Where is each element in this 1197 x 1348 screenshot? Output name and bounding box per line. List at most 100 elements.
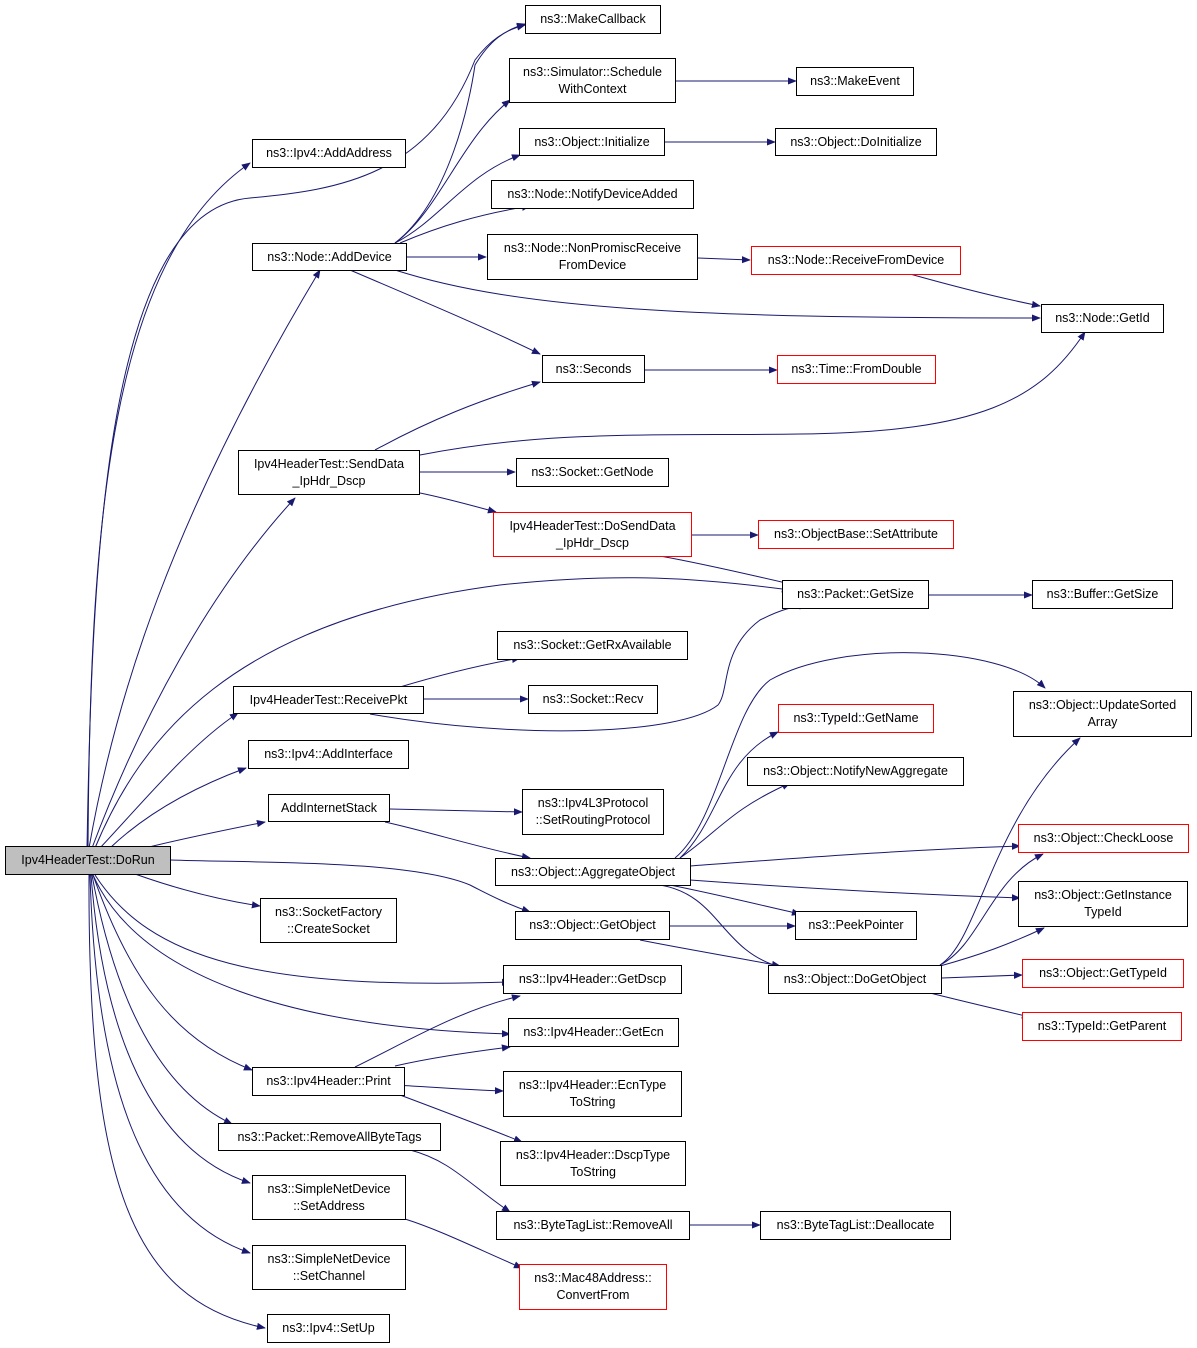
node-snd-set-channel[interactable]: ns3::SimpleNetDevice ::SetChannel [252, 1245, 406, 1290]
edge-dorun-removebytetags [91, 874, 233, 1125]
edge-aggregate-getinstance [689, 879, 1021, 902]
node-aggregate-object[interactable]: ns3::Object::AggregateObject [495, 858, 691, 886]
node-get-dscp[interactable]: ns3::Ipv4Header::GetDscp [503, 965, 682, 994]
node-ipv4-add-interface[interactable]: ns3::Ipv4::AddInterface [248, 740, 409, 769]
node-non-promisc[interactable]: ns3::Node::NonPromiscReceive FromDevice [487, 234, 698, 280]
node-socket-get-node[interactable]: ns3::Socket::GetNode [516, 458, 669, 487]
edge-dosenddata-getsize [659, 555, 796, 587]
node-set-attribute[interactable]: ns3::ObjectBase::SetAttribute [758, 520, 954, 549]
edge-adddevice-seconds [349, 269, 541, 355]
edge-dogetobject-getinstance [939, 927, 1045, 967]
edge-dogetobject-gettypeid [941, 971, 1023, 979]
node-socket-get-rx[interactable]: ns3::Socket::GetRxAvailable [497, 631, 688, 660]
edge-addinternetstack-setrouting [389, 808, 523, 816]
node-set-routing-protocol[interactable]: ns3::Ipv4L3Protocol ::SetRoutingProtocol [522, 789, 664, 835]
node-ipv4-add-address[interactable]: ns3::Ipv4::AddAddress [252, 139, 406, 168]
node-peek-pointer[interactable]: ns3::PeekPointer [795, 911, 917, 940]
edge-dorun-setaddress [90, 874, 251, 1184]
edge-addinternetstack-aggregate [384, 821, 531, 860]
edge-dorun-setchannel [89, 874, 251, 1254]
node-mac48-convert-from[interactable]: ns3::Mac48Address:: ConvertFrom [519, 1264, 667, 1310]
edge-senddata-getid [419, 331, 1086, 456]
node-do-get-object[interactable]: ns3::Object::DoGetObject [768, 965, 942, 994]
node-sim-schedule[interactable]: ns3::Simulator::Schedule WithContext [509, 58, 676, 103]
edge-dorun-getsize [94, 577, 791, 849]
edge-dorun-createsocket [134, 873, 261, 909]
edge-dorun-getobject [169, 859, 531, 913]
edge-senddata-seconds [374, 380, 541, 451]
edge-setaddress-convertfrom [404, 1218, 523, 1269]
edge-dorun-addaddress [87, 162, 251, 849]
node-get-instance-typeid[interactable]: ns3::Object::GetInstance TypeId [1018, 881, 1188, 927]
edge-nonpromisc-receivefromdevice [697, 256, 751, 264]
node-remove-all-byte-tags[interactable]: ns3::Packet::RemoveAllByteTags [218, 1123, 441, 1151]
node-socket-recv[interactable]: ns3::Socket::Recv [528, 685, 658, 714]
node-node-add-device[interactable]: ns3::Node::AddDevice [252, 243, 407, 271]
node-receive-from-device[interactable]: ns3::Node::ReceiveFromDevice [751, 246, 961, 275]
node-buffer-get-size[interactable]: ns3::Buffer::GetSize [1032, 580, 1173, 609]
edge-adddevice-getid [394, 269, 1041, 322]
edge-aggregate-updatesorted [674, 652, 1046, 859]
node-time-from-double[interactable]: ns3::Time::FromDouble [777, 355, 936, 384]
node-add-internet-stack[interactable]: AddInternetStack [268, 794, 390, 822]
node-byte-tag-deallocate[interactable]: ns3::ByteTagList::Deallocate [760, 1211, 951, 1240]
node-snd-set-address[interactable]: ns3::SimpleNetDevice ::SetAddress [252, 1175, 406, 1220]
node-send-data[interactable]: Ipv4HeaderTest::SendData _IpHdr_Dscp [238, 450, 420, 495]
node-get-object[interactable]: ns3::Object::GetObject [515, 911, 670, 940]
edge-dorun-adddevice [88, 269, 321, 849]
node-update-sorted-array[interactable]: ns3::Object::UpdateSorted Array [1013, 691, 1192, 737]
edge-dogetobject-updatesorted [939, 737, 1081, 966]
node-dorun[interactable]: Ipv4HeaderTest::DoRun [5, 846, 171, 875]
node-socket-factory-create[interactable]: ns3::SocketFactory ::CreateSocket [260, 898, 397, 943]
edge-dogetobject-checkloose [939, 853, 1044, 966]
node-packet-get-size[interactable]: ns3::Packet::GetSize [782, 580, 929, 609]
edge-aggregate-checkloose [689, 842, 1021, 867]
node-do-initialize[interactable]: ns3::Object::DoInitialize [775, 128, 937, 156]
node-make-event[interactable]: ns3::MakeEvent [796, 67, 914, 96]
edge-dorun-makecallback [86, 23, 526, 849]
node-get-ecn[interactable]: ns3::Ipv4Header::GetEcn [508, 1018, 679, 1047]
edge-aggregate-dogetobject [659, 884, 781, 969]
node-ecn-type-to-string[interactable]: ns3::Ipv4Header::EcnType ToString [503, 1071, 682, 1117]
node-make-callback[interactable]: ns3::MakeCallback [525, 5, 661, 34]
node-notify-new-aggregate[interactable]: ns3::Object::NotifyNewAggregate [747, 757, 964, 786]
node-receive-pkt[interactable]: Ipv4HeaderTest::ReceivePkt [233, 686, 424, 714]
node-get-typeid[interactable]: ns3::Object::GetTypeId [1022, 959, 1184, 988]
edge-senddata-dosenddata [419, 492, 497, 514]
edge-getobject-dogetobject [639, 939, 781, 968]
node-typeid-get-parent[interactable]: ns3::TypeId::GetParent [1022, 1012, 1182, 1041]
edge-receivepkt-getrx [399, 655, 521, 688]
edge-receivepkt-getsize [369, 602, 809, 732]
edge-adddevice-initialize [394, 154, 521, 244]
edge-print-ecntostring [394, 1084, 504, 1095]
edge-dogetobject-getparent [929, 992, 1031, 1019]
edge-aggregate-notifynew [679, 782, 791, 859]
edge-adddevice-makecallback [394, 22, 526, 244]
node-ipv4header-print[interactable]: ns3::Ipv4Header::Print [252, 1067, 405, 1096]
edge-removebytetags-removeall [409, 1149, 511, 1213]
edge-aggregate-typeidname [679, 731, 779, 859]
node-byte-tag-remove-all[interactable]: ns3::ByteTagList::RemoveAll [496, 1211, 690, 1240]
edge-dorun-addinterface [109, 767, 247, 849]
edge-print-getdscp [354, 994, 521, 1068]
node-notify-device-added[interactable]: ns3::Node::NotifyDeviceAdded [491, 180, 694, 209]
edge-print-getecn [394, 1044, 511, 1067]
node-object-initialize[interactable]: ns3::Object::Initialize [519, 128, 665, 156]
edge-adddevice-schedule [394, 99, 511, 244]
node-check-loose[interactable]: ns3::Object::CheckLoose [1018, 824, 1189, 853]
node-typeid-get-name[interactable]: ns3::TypeId::GetName [778, 704, 934, 733]
node-ipv4-set-up[interactable]: ns3::Ipv4::SetUp [267, 1314, 390, 1343]
edge-print-dscptostring [399, 1094, 523, 1143]
edge-dorun-getdscp [94, 874, 511, 986]
node-dscp-type-to-string[interactable]: ns3::Ipv4Header::DscpType ToString [500, 1141, 686, 1186]
edge-dorun-getecn [92, 874, 511, 1038]
edge-dorun-senddata [91, 497, 296, 849]
edge-dorun-print [92, 874, 253, 1071]
edge-dorun-receivepkt [99, 712, 239, 849]
node-node-get-id[interactable]: ns3::Node::GetId [1041, 304, 1164, 333]
node-do-send-data[interactable]: Ipv4HeaderTest::DoSendData _IpHdr_Dscp [493, 512, 692, 557]
node-seconds[interactable]: ns3::Seconds [542, 355, 645, 383]
edge-aggregate-peekpointer [669, 884, 801, 916]
